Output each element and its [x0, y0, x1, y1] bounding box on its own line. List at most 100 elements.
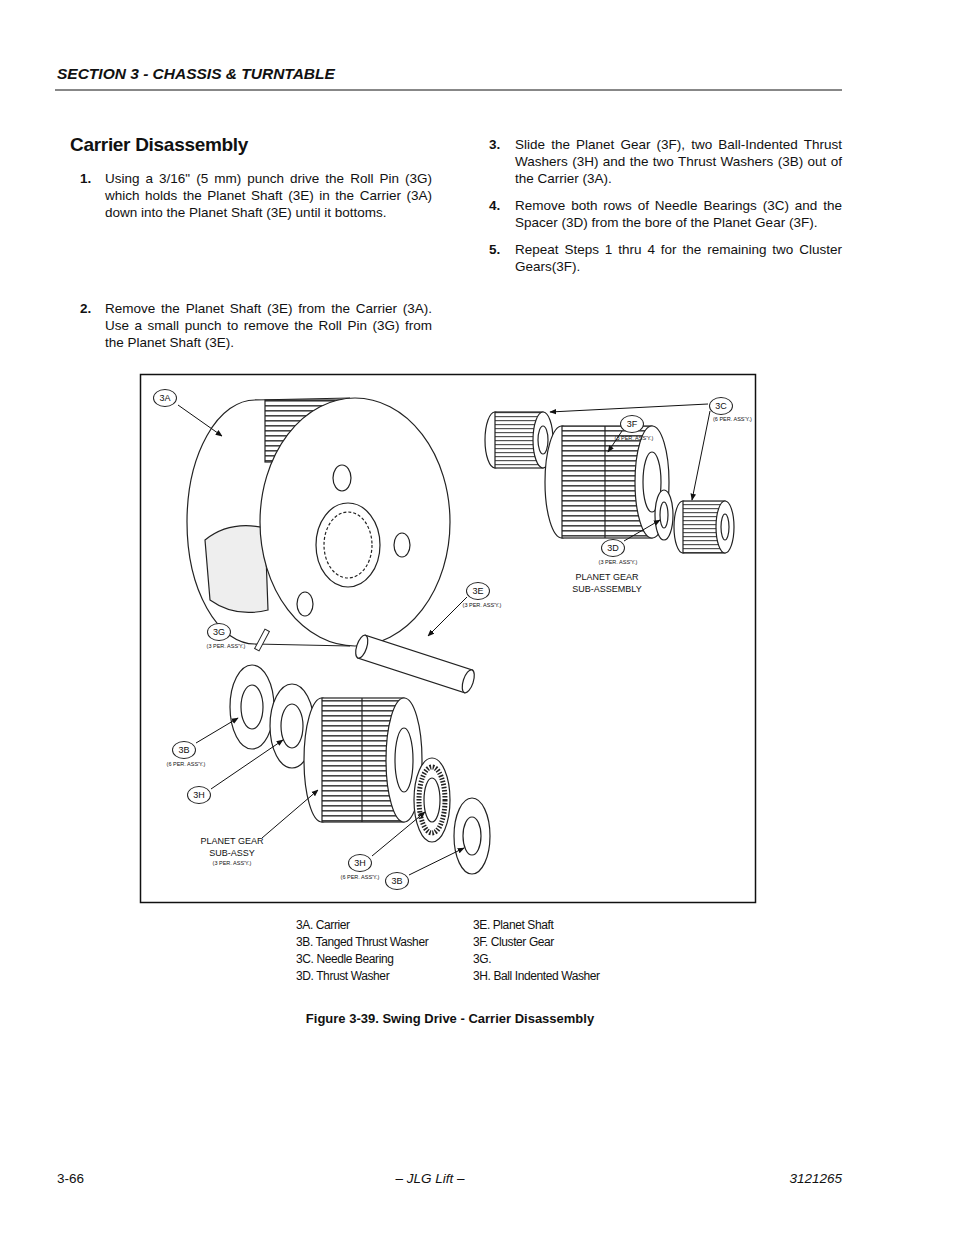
header-rule — [55, 90, 842, 91]
callout-number: 3A — [159, 394, 170, 403]
callout-number: 3B — [391, 877, 402, 886]
callout-number: 3C — [715, 402, 727, 411]
callout-oval: 3B — [385, 872, 409, 890]
parts-key-entry: 3C. Needle Bearing — [296, 952, 466, 968]
callout-oval: 3H — [348, 854, 372, 872]
roll-pin — [255, 629, 270, 651]
shaft-body — [358, 635, 472, 692]
callout-number: 3G — [213, 628, 225, 637]
parts-key-entry: 3F. Cluster Gear — [473, 935, 643, 951]
callout-number: 3H — [354, 859, 366, 868]
step-number: 4. — [489, 197, 511, 214]
carrier-spline — [324, 512, 372, 578]
carrier-part — [187, 398, 450, 646]
callout-number: 3E — [472, 587, 483, 596]
washer-bore — [463, 817, 481, 855]
carrier-hole — [333, 465, 351, 491]
washer-bore — [424, 778, 440, 822]
quantity-note: (3 PER. ASS'Y.) — [207, 860, 257, 866]
planet-gear-subassembly — [485, 412, 734, 553]
gear-groove — [361, 698, 362, 822]
shaft-end — [460, 668, 477, 694]
section-header: SECTION 3 - CHASSIS & TURNTABLE — [57, 65, 477, 82]
quantity-note: (3 PER. ASS'Y.) — [201, 643, 251, 649]
step-number: 2. — [80, 300, 102, 317]
parts-key-entry: 3B. Tanged Thrust Washer — [296, 935, 466, 951]
carrier-window — [205, 526, 268, 613]
callout-oval: 3B — [172, 741, 196, 759]
quantity-note: (6 PER. ASS'Y.) — [713, 416, 753, 422]
callout-oval: 3C — [709, 397, 733, 415]
subassembly-label: PLANET GEAR SUB-ASSEMBLY — [567, 572, 647, 595]
step-text: Remove both rows of Needle Bearings (3C)… — [515, 197, 842, 231]
carrier-edge — [255, 644, 350, 646]
callout-oval: 3D — [601, 539, 625, 557]
leader-line — [178, 405, 222, 436]
quantity-note: (6 PER. ASS'Y.) — [161, 761, 211, 767]
leader-line — [428, 597, 467, 636]
leader-line — [692, 411, 710, 500]
callout-oval: 3A — [153, 389, 177, 407]
subassembly-label: PLANET GEAR SUB-ASSY — [192, 836, 272, 859]
leader-line — [409, 848, 464, 875]
leader-line — [550, 404, 708, 412]
ball-indented-washer — [414, 758, 450, 842]
quantity-note: (3 PER. ASS'Y.) — [609, 435, 659, 441]
step-number: 3. — [489, 136, 511, 153]
tanged-washer — [454, 798, 490, 874]
leader-line — [196, 718, 238, 743]
washer-bore — [241, 685, 263, 729]
figure-caption: Figure 3-39. Swing Drive - Carrier Disas… — [250, 1010, 650, 1027]
section-title: Carrier Disassembly — [70, 134, 430, 157]
parts-key-entry: 3D. Thrust Washer — [296, 969, 466, 985]
step-text: Slide the Planet Gear (3F), two Ball-Ind… — [515, 136, 842, 187]
callout-oval: 3F — [620, 415, 644, 433]
gear-end — [635, 426, 669, 538]
leader-line — [608, 431, 622, 452]
bearing-end — [716, 501, 734, 553]
spacer-bore — [660, 502, 668, 528]
figure-frame — [141, 375, 756, 903]
callout-oval: 3G — [207, 623, 231, 641]
leader-line — [211, 740, 283, 789]
leader-line — [624, 520, 660, 541]
quantity-note: (6 PER. ASS'Y.) — [335, 874, 385, 880]
parts-key-entry: 3E. Planet Shaft — [473, 918, 643, 934]
washer-bore — [281, 704, 303, 748]
gear-groove — [604, 426, 605, 538]
washer-dimples — [419, 767, 445, 833]
tanged-washer — [230, 665, 274, 749]
quantity-note: (3 PER. ASS'Y.) — [457, 602, 507, 608]
carrier-face — [260, 398, 450, 646]
step-text: Remove the Planet Shaft (3E) from the Ca… — [105, 300, 432, 351]
planet-gear-subassembly — [230, 665, 490, 874]
step-text: Repeat Steps 1 thru 4 for the remaining … — [515, 241, 842, 275]
page-number: 3-66 — [57, 1170, 137, 1187]
shaft-end — [353, 634, 370, 660]
parts-key-entry: 3G. — [473, 952, 643, 968]
step-number: 5. — [489, 241, 511, 258]
leader-line — [372, 812, 425, 856]
pin-body — [255, 629, 270, 651]
callout-oval: 3H — [187, 786, 211, 804]
carrier-bore — [316, 503, 380, 587]
bearing-bore — [538, 426, 548, 454]
spacer-washer — [655, 490, 673, 540]
carrier-hole — [394, 533, 410, 557]
leader-line — [262, 790, 318, 838]
parts-key-entry: 3A. Carrier — [296, 918, 466, 934]
leader-lines — [178, 404, 710, 875]
quantity-note: (3 PER. ASS'Y.) — [593, 559, 643, 565]
carrier-hole — [297, 592, 313, 616]
callout-oval: 3E — [466, 582, 490, 600]
step-text: Using a 3/16" (5 mm) punch drive the Rol… — [105, 170, 432, 221]
step-number: 1. — [80, 170, 102, 187]
bearing-bore — [721, 514, 729, 540]
callout-number: 3B — [178, 746, 189, 755]
callout-number: 3F — [627, 420, 638, 429]
footer-brand: – JLG Lift – — [350, 1170, 510, 1187]
gear-bore — [395, 728, 413, 792]
planet-shaft — [353, 634, 476, 695]
document-number: 3121265 — [722, 1170, 842, 1187]
